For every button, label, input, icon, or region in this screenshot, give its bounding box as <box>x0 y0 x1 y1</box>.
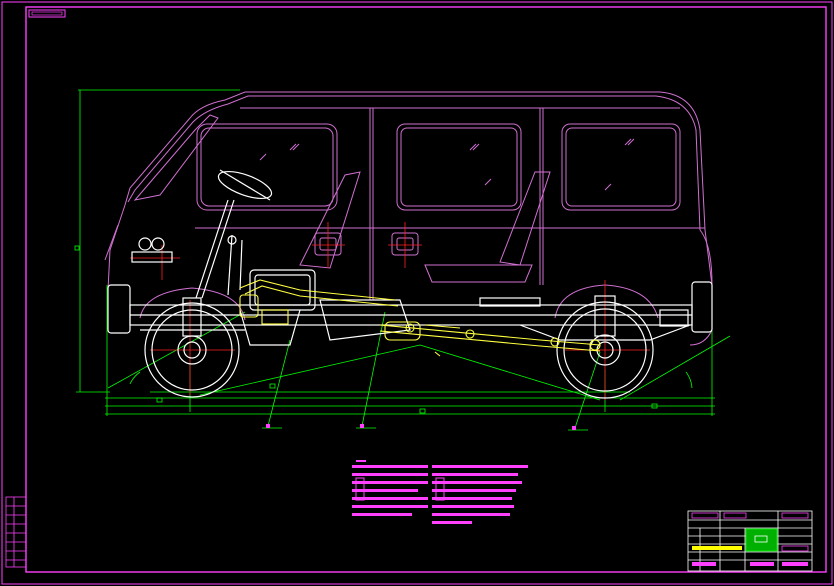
dimension-lines <box>74 89 731 431</box>
chassis-frame <box>107 169 713 399</box>
technical-requirements-notes <box>352 460 528 524</box>
leader-labels <box>266 424 576 430</box>
centerlines <box>130 222 650 400</box>
van-body-outline <box>104 91 713 346</box>
drivetrain <box>239 279 601 357</box>
title-block-fills <box>691 512 809 566</box>
margin-stamp <box>5 496 27 568</box>
